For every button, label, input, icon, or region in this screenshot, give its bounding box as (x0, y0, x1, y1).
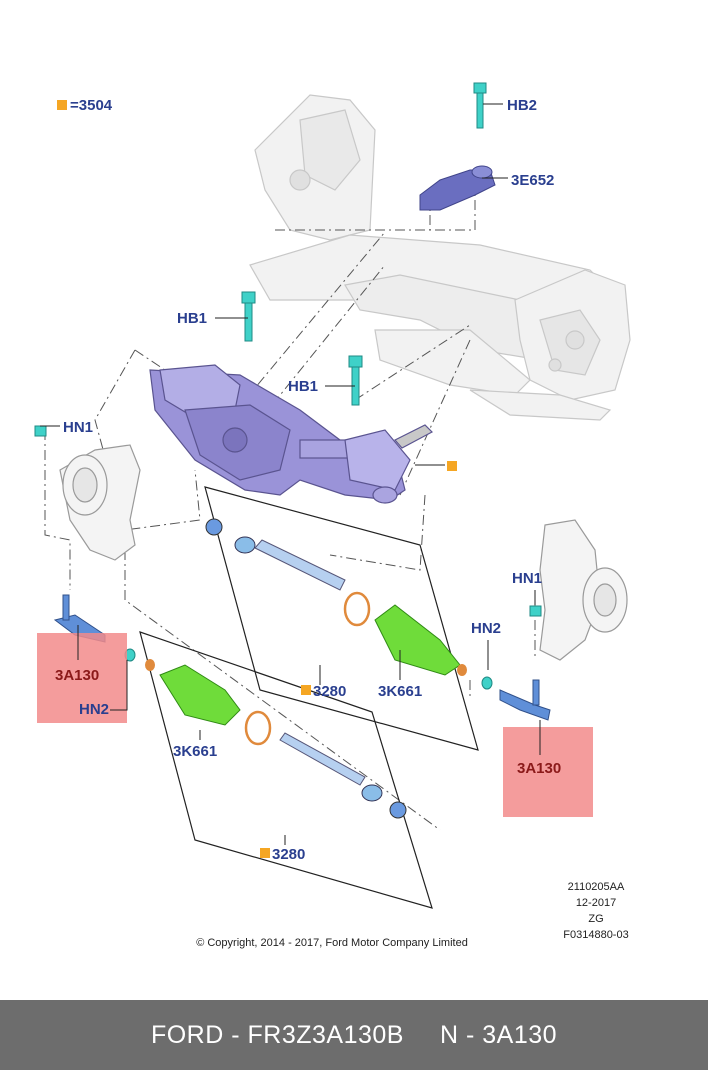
label-hb1-a: HB1 (177, 310, 207, 327)
drawing-zg: ZG (588, 913, 603, 925)
figure-number: F0314880-03 (563, 929, 628, 941)
nut-hn1-left (34, 425, 47, 437)
boot-swatch-lower (260, 848, 270, 858)
right-knuckle (539, 519, 628, 661)
assembly-boxes (139, 486, 479, 909)
bolt-hb2 (473, 82, 487, 129)
subframe (249, 94, 631, 421)
label-hn1-left: HN1 (63, 419, 93, 436)
part-number-banner: FORD - FR3Z3A130B N - 3A130 (0, 1000, 708, 1070)
lower-assembly-box (139, 631, 433, 909)
label-3280-upper: 3280 (313, 683, 346, 700)
label-3280-lower: 3280 (272, 846, 305, 863)
label-hn2-left: HN2 (79, 701, 109, 718)
rack-swatch (447, 461, 457, 471)
label-3a130-right: 3A130 (517, 760, 561, 777)
parts-diagram: =3504 HB2 3E652 HB1 HB1 HN1 HN1 HN2 3A13… (34, 82, 631, 949)
drawing-code: 2110205AA (568, 881, 625, 893)
highlight-3a130-left (37, 633, 127, 723)
label-hb2: HB2 (507, 97, 537, 114)
legend-text: =3504 (70, 97, 113, 114)
copyright: © Copyright, 2014 - 2017, Ford Motor Com… (196, 937, 468, 949)
lower-tie-rod (145, 659, 407, 819)
footer-part-number: FORD - FR3Z3A130B (150, 1020, 404, 1049)
tie-rod-end-right (481, 676, 551, 721)
label-leaders (40, 103, 541, 845)
nut-hn1-right (529, 605, 542, 617)
label-hn1-right: HN1 (512, 570, 542, 587)
footer-part-code: N - 3A130 (439, 1020, 558, 1049)
highlight-3a130-right (503, 727, 593, 817)
label-3a130-left: 3A130 (55, 667, 99, 684)
legend: =3504 (57, 97, 113, 114)
drawing-date: 12-2017 (576, 897, 616, 909)
label-3k661-upper: 3K661 (378, 683, 422, 700)
bolt-hb1-a (241, 291, 256, 342)
steering-arm-3e652 (419, 165, 496, 211)
steering-rack (149, 364, 433, 504)
boot-swatch-upper (301, 685, 311, 695)
label-hb1-b: HB1 (288, 378, 318, 395)
legend-swatch (57, 100, 67, 110)
upper-assembly-box (204, 486, 479, 751)
upper-tie-rod (205, 518, 467, 676)
label-hn2-right: HN2 (471, 620, 501, 637)
label-3k661-lower: 3K661 (173, 743, 217, 760)
label-3e652: 3E652 (511, 172, 554, 189)
left-knuckle (59, 444, 141, 561)
bolt-hb1-b (348, 355, 363, 406)
